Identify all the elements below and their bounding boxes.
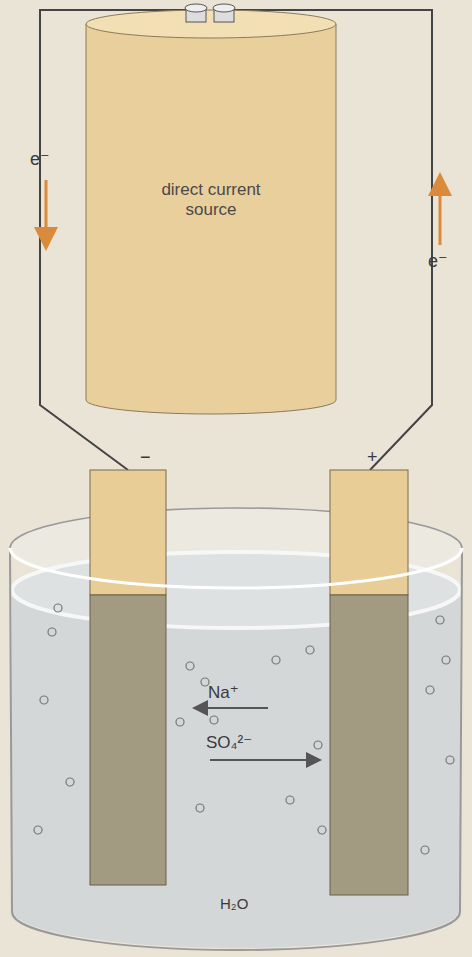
gas-bubbles <box>34 604 454 854</box>
cathode <box>90 470 166 595</box>
ion-arrow <box>210 759 318 761</box>
beaker-rim <box>10 548 462 588</box>
polarity-sign: + <box>367 448 378 466</box>
battery-top <box>86 10 336 38</box>
ion-label: Na⁺ <box>208 684 239 701</box>
terminal <box>185 4 235 22</box>
cathode <box>90 595 166 885</box>
polarity-sign: − <box>140 448 151 466</box>
electron-label: e⁻ <box>30 150 50 168</box>
device-name: direct current source <box>148 180 274 221</box>
ion-label: SO₄²⁻ <box>206 734 252 751</box>
battery-body <box>86 24 336 414</box>
electron-arrow <box>439 178 442 245</box>
water <box>12 590 460 948</box>
electron-label: e⁻ <box>428 252 448 270</box>
electron-arrow <box>45 180 48 245</box>
battery-label: direct current source <box>140 150 282 250</box>
beaker-wall <box>10 548 462 950</box>
solvent-label: H₂O <box>220 896 248 911</box>
ion-arrow <box>196 707 268 709</box>
anode <box>330 595 408 895</box>
